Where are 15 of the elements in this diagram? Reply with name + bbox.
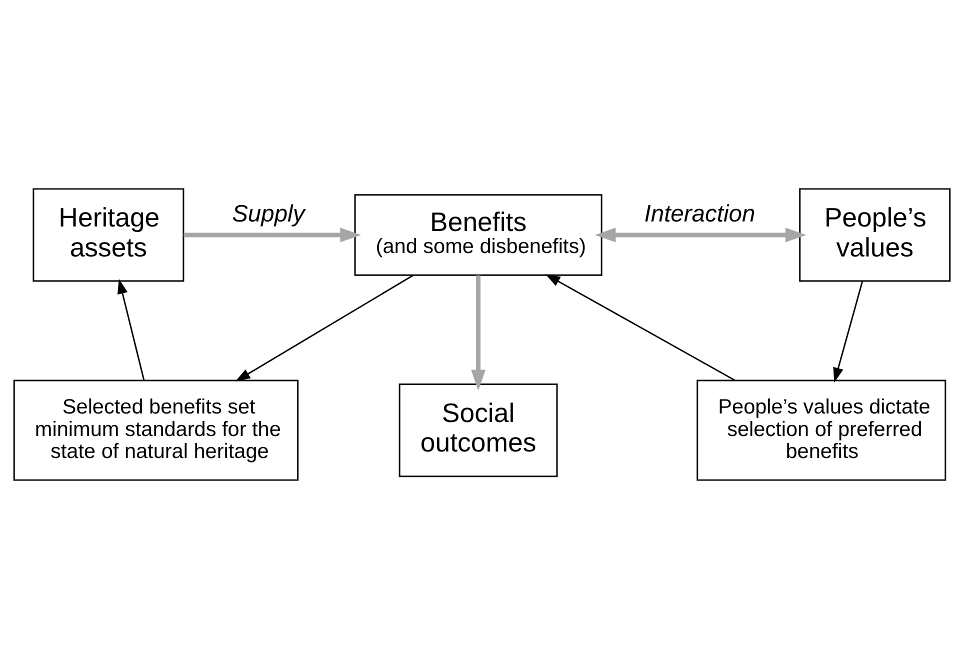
edge-label: Interaction	[644, 200, 756, 227]
arrow	[545, 274, 736, 380]
arrow	[594, 227, 806, 242]
node-box: Heritage assets	[32, 188, 184, 282]
arrow	[833, 280, 864, 382]
arrow	[184, 227, 362, 242]
node-box: Social outcomes	[398, 383, 558, 477]
edge-label: Supply	[232, 200, 305, 227]
arrow	[235, 274, 414, 381]
node-box: People’s values dictate selection of preferred benefits	[696, 379, 946, 480]
node-box: Selected benefits set minimum standards for the state of natural heritage	[13, 379, 299, 480]
node-box: People’s values	[799, 188, 951, 282]
arrow	[117, 278, 145, 380]
node-box: Benefits (and some disbenefits)	[354, 194, 602, 276]
arrow	[471, 274, 486, 390]
